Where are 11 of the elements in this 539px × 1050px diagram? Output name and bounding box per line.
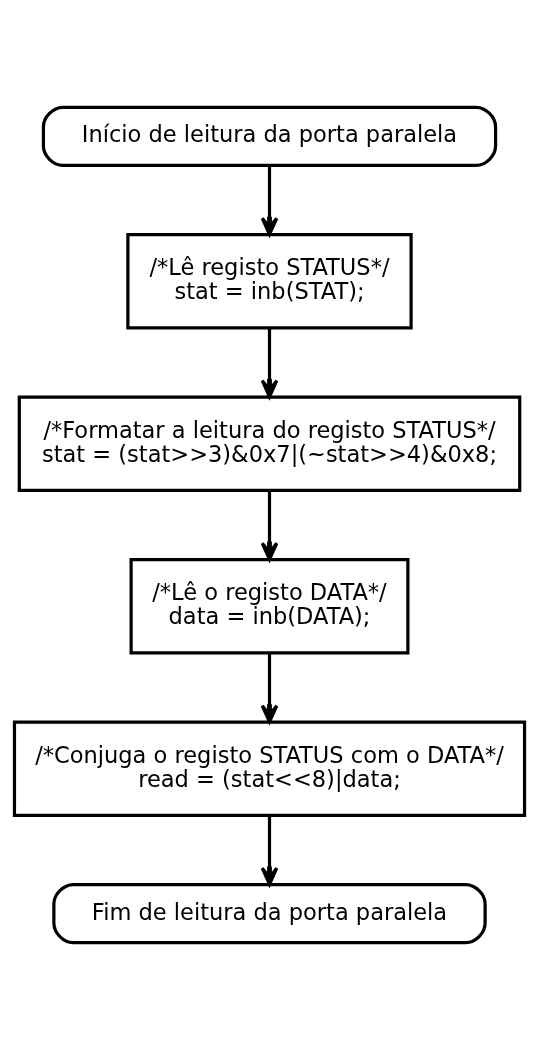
node-box: /*Lê o registo DATA*/ data = inb(DATA); <box>129 558 410 655</box>
arrow <box>260 653 279 724</box>
arrow <box>260 328 279 399</box>
node-box: /*Conjuga o registo STATUS com o DATA*/ read = (stat<<8)|data; <box>12 720 527 818</box>
node-box: Início de leitura da porta paralela <box>41 105 498 167</box>
arrow <box>260 166 279 236</box>
node-box: /*Formatar a leitura do registo STATUS*/ stat = (stat>>3)&0x7|(~stat>>4)&0x8; <box>17 395 522 492</box>
node-box: /*Lê registo STATUS*/ stat = inb(STAT); <box>126 232 413 330</box>
node-box: Fim de leitura da porta paralela <box>52 883 487 945</box>
arrow <box>260 816 279 886</box>
arrow <box>260 490 279 561</box>
